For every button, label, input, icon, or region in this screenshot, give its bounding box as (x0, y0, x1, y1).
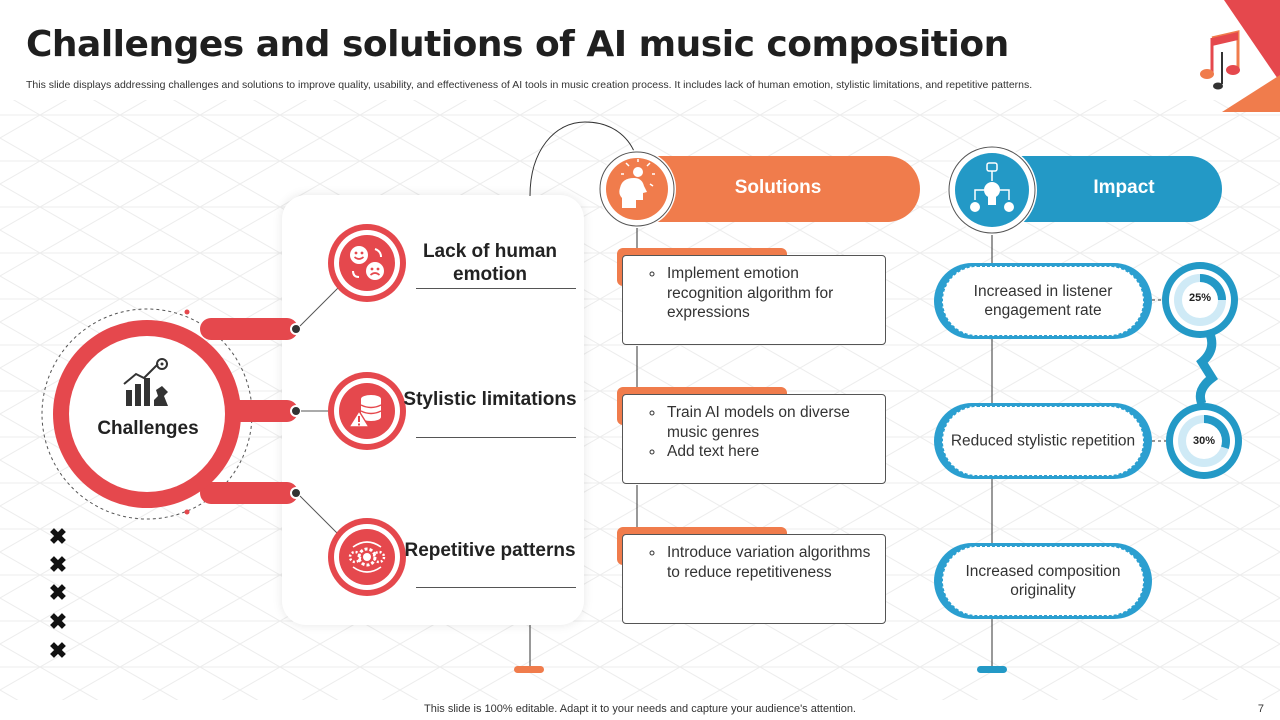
x-mark-icon: ✖ (48, 580, 68, 605)
challenge-label-stylistic: Stylistic limitations (403, 389, 577, 410)
impact-text: Increased in listener engagement rate (973, 283, 1113, 319)
challenge-underline (416, 437, 576, 438)
solution-item: Introduce variation algorithms to reduce… (665, 543, 873, 582)
impact-box-1: Increased in listener engagement rate (934, 263, 1152, 339)
impact-header-label: Impact (1093, 177, 1155, 198)
database-warning-icon (347, 395, 382, 428)
x-mark-icon: ✖ (48, 638, 68, 663)
solutions-header-label: Solutions (734, 177, 822, 198)
impact-text: Increased composition originality (965, 563, 1121, 599)
impact-box-3: Increased composition originality (934, 543, 1152, 619)
gauge-label-2: 30% (1192, 435, 1216, 447)
solution-item: Implement emotion recognition algorithm … (665, 264, 873, 323)
challenges-center-label: Challenges (97, 418, 199, 439)
solution-item: Add text here (665, 442, 873, 462)
solution-item: Train AI models on diverse music genres (665, 403, 873, 442)
x-mark-icon: ✖ (48, 552, 68, 577)
impact-gauges (1162, 262, 1242, 479)
gauge-label-1: 25% (1188, 292, 1212, 304)
challenge-label-emotion: Lack of human emotion (422, 241, 558, 285)
emotion-faces-icon (350, 246, 384, 280)
page-subtitle: This slide displays addressing challenge… (26, 79, 1033, 91)
challenge-label-repetitive: Repetitive patterns (404, 540, 576, 561)
challenge-underline (416, 587, 576, 588)
page-title: Challenges and solutions of AI music com… (26, 24, 1009, 65)
gears-cycle-icon (348, 541, 386, 573)
x-mark-icon: ✖ (48, 609, 68, 634)
solution-box-2: Train AI models on diverse music genres … (622, 394, 886, 484)
chart-chess-icon (123, 358, 168, 406)
corner-decoration (1222, 0, 1280, 112)
music-notes-icon (1200, 30, 1240, 90)
footer-note: This slide is 100% editable. Adapt it to… (424, 703, 856, 715)
x-mark-icon: ✖ (48, 524, 68, 549)
challenge-underline (416, 288, 576, 289)
solution-box-3: Introduce variation algorithms to reduce… (622, 534, 886, 624)
impact-box-2: Reduced stylistic repetition (934, 403, 1152, 479)
page-number: 7 (1257, 703, 1264, 715)
impact-text: Reduced stylistic repetition (950, 432, 1136, 450)
solution-box-1: Implement emotion recognition algorithm … (622, 255, 886, 345)
idea-head-icon (598, 150, 676, 228)
idea-value-icon (947, 145, 1037, 235)
